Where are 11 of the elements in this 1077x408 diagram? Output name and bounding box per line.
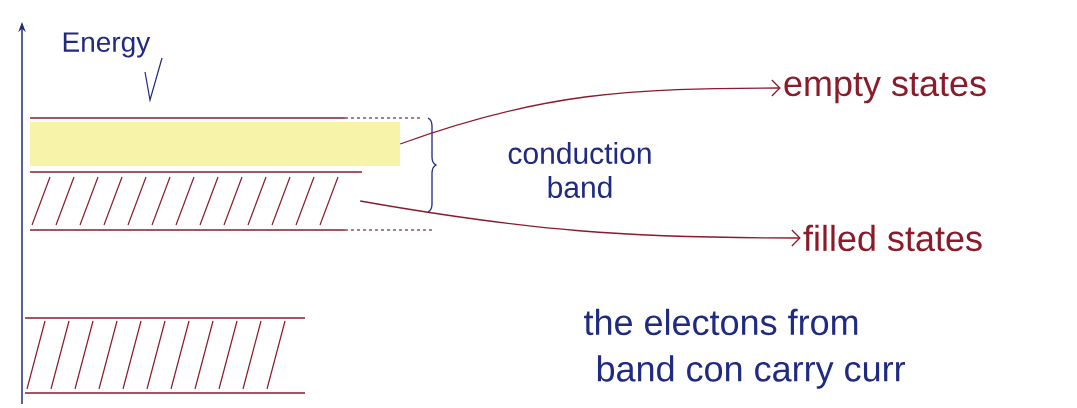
state-label: filled states bbox=[803, 224, 982, 252]
arrow bbox=[359, 200, 801, 247]
note-text: band con carry curr bbox=[597, 355, 905, 389]
highlighted-band bbox=[30, 122, 400, 166]
note-text: the electons from bbox=[584, 308, 858, 336]
arrow bbox=[399, 79, 781, 145]
axis-label: Energy bbox=[63, 32, 151, 58]
hatched-band bbox=[26, 320, 286, 390]
state-label: empty states bbox=[784, 72, 986, 104]
hatched-band bbox=[31, 176, 339, 226]
band-label: conduction band bbox=[508, 142, 651, 198]
